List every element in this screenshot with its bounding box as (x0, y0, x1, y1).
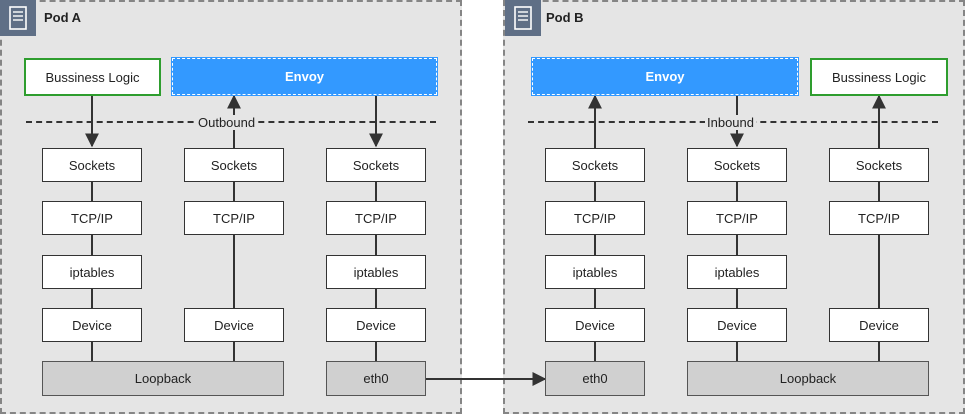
pod-b-inbound-label: Inbound (705, 115, 756, 130)
pod-a-envoy: Envoy (171, 57, 438, 96)
pod-b-title: Pod B (546, 10, 584, 25)
pod-b-col3-sockets: Sockets (829, 148, 929, 182)
pod-b-eth0: eth0 (545, 361, 645, 396)
pod-a-col1-tcpip: TCP/IP (42, 201, 142, 235)
pod-b-col3-device: Device (829, 308, 929, 342)
pod-a-col1-sockets: Sockets (42, 148, 142, 182)
pod-a-tag (0, 0, 36, 36)
pod-a-eth0: eth0 (326, 361, 426, 396)
pod-a-col2-device: Device (184, 308, 284, 342)
pod-a-business-logic: Bussiness Logic (24, 58, 161, 96)
pod-b-col1-sockets: Sockets (545, 148, 645, 182)
server-icon (514, 6, 532, 30)
pod-b-business-logic: Bussiness Logic (810, 58, 948, 96)
pod-b-col1-device: Device (545, 308, 645, 342)
pod-a-col3-sockets: Sockets (326, 148, 426, 182)
pod-a-col1-iptables: iptables (42, 255, 142, 289)
pod-b-col2-sockets: Sockets (687, 148, 787, 182)
pod-a-loopback: Loopback (42, 361, 284, 396)
pod-b-col1-tcpip: TCP/IP (545, 201, 645, 235)
pod-a-col3-device: Device (326, 308, 426, 342)
pod-a-col3-iptables: iptables (326, 255, 426, 289)
pod-a-col1-device: Device (42, 308, 142, 342)
pod-a-col2-tcpip: TCP/IP (184, 201, 284, 235)
pod-b-tag (505, 0, 541, 36)
pod-b-col2-device: Device (687, 308, 787, 342)
pod-b-col2-tcpip: TCP/IP (687, 201, 787, 235)
pod-b-col1-iptables: iptables (545, 255, 645, 289)
pod-a-title: Pod A (44, 10, 82, 25)
server-icon (9, 6, 27, 30)
pod-b-loopback: Loopback (687, 361, 929, 396)
pod-b-col3-tcpip: TCP/IP (829, 201, 929, 235)
pod-a-col3-tcpip: TCP/IP (326, 201, 426, 235)
pod-b-envoy: Envoy (531, 57, 799, 96)
pod-a-col2-sockets: Sockets (184, 148, 284, 182)
pod-b-col2-iptables: iptables (687, 255, 787, 289)
pod-a-outbound-label: Outbound (196, 115, 258, 130)
